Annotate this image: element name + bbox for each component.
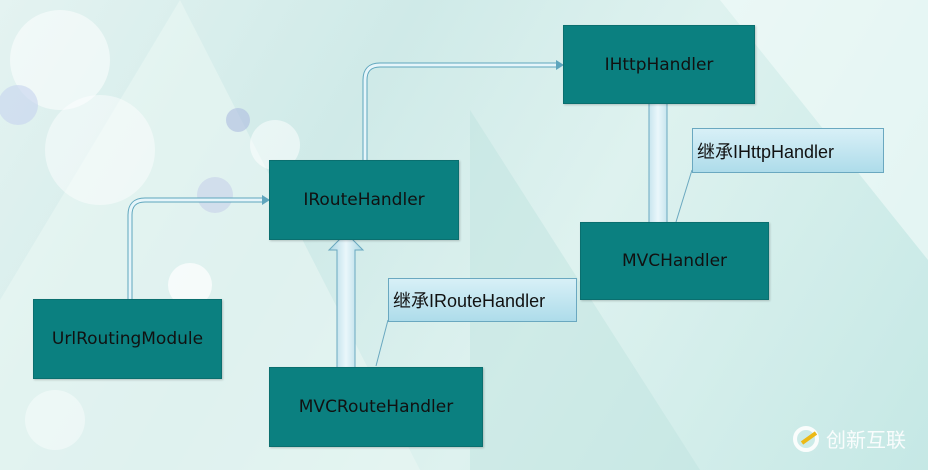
node-ihttphandler: IHttpHandler [563, 25, 755, 104]
watermark: 创新互联 [792, 424, 906, 453]
node-iroutehandler: IRouteHandler [269, 160, 459, 240]
callout-inherit-ihttphandler: 继承IHttpHandler [692, 128, 884, 173]
arrow-urlrouting-to-iroute [127, 197, 262, 299]
node-label: IHttpHandler [604, 54, 714, 75]
logo-icon [793, 425, 819, 452]
node-mvcroutehandler: MVCRouteHandler [269, 367, 483, 447]
node-mvchandler: MVCHandler [580, 222, 769, 300]
inherit-arrow-mvcroute [327, 232, 365, 382]
callout-inherit-iroutehandler: 继承IRouteHandler [388, 278, 577, 322]
inherit-arrow-mvchandler [639, 84, 677, 235]
node-label: MVCHandler [621, 251, 728, 271]
node-label: MVCRouteHandler [298, 397, 454, 417]
node-label: UrlRoutingModule [51, 329, 204, 349]
node-urlroutingmodule: UrlRoutingModule [33, 299, 222, 379]
watermark-text: 创新互联 [826, 428, 906, 452]
node-label: IRouteHandler [303, 190, 425, 210]
arrow-iroute-to-ihttp [362, 62, 556, 160]
